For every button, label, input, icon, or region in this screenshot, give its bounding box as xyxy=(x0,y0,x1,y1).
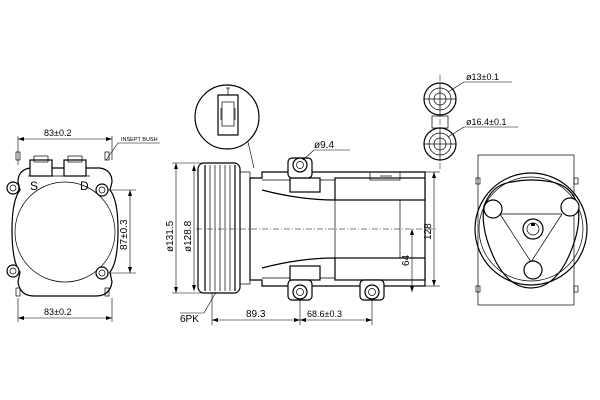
bottom-mount-lug-rear xyxy=(359,279,385,301)
clutch-rivet-bottom xyxy=(523,260,543,280)
clutch-rivet-top-right xyxy=(560,197,580,217)
dia-94-label: ø9.4 xyxy=(314,140,334,151)
clutch-rivet-top-left xyxy=(483,199,503,219)
rear-view: 83±0.2 INSEPT BUSH S D xyxy=(6,128,160,322)
front-shaft-hub xyxy=(522,218,544,240)
rear-top-width-label: 83±0.2 xyxy=(44,128,71,138)
rear-mount-bottom-right xyxy=(95,266,109,280)
pulley-6pk-label: 6PK xyxy=(180,314,199,325)
rear-height-label: 87±0.3 xyxy=(119,219,130,250)
rear-mount-bottom-left xyxy=(6,264,20,278)
discharge-port-block xyxy=(63,159,87,177)
rear-housing-outline xyxy=(11,167,119,297)
dia-131-label: ø131.5 xyxy=(165,220,176,252)
fitting-13-label: ø13±0.1 xyxy=(466,72,499,82)
rear-mount-top-right xyxy=(95,183,109,197)
len-893-label: 89.3 xyxy=(246,309,266,320)
suction-port-block xyxy=(29,159,53,177)
side-view: ø131.5 ø128.8 xyxy=(165,84,440,325)
top-mount-lug xyxy=(287,157,313,179)
port-s-label: S xyxy=(30,179,38,193)
fitting-164-label: ø16.4±0.1 xyxy=(466,117,506,127)
height-128-label: 128 xyxy=(423,223,434,240)
clutch-pulley xyxy=(197,162,251,294)
dia-128-label: ø128.8 xyxy=(183,220,194,252)
insert-bush-label: INSEPT BUSH xyxy=(121,137,158,143)
len-686-label: 68.6±0.3 xyxy=(307,309,342,319)
front-view xyxy=(474,154,588,306)
rear-mount-top-left xyxy=(6,181,20,195)
fittings-detail: ø13±0.1 ø16.4±0.1 xyxy=(423,72,518,170)
rear-bottom-width-label: 83±0.2 xyxy=(44,307,71,317)
front-pulley-outer xyxy=(474,172,588,286)
fitting-13-top xyxy=(423,82,457,116)
rear-housing-circle xyxy=(14,181,116,283)
height-64-label: 64 xyxy=(401,254,412,266)
connector-detail xyxy=(194,84,260,169)
front-view-frame xyxy=(477,154,575,306)
clutch-plate xyxy=(482,179,580,289)
port-d-label: D xyxy=(80,179,89,193)
bottom-mount-lug-front xyxy=(287,279,313,301)
fitting-164-bottom xyxy=(423,115,457,161)
